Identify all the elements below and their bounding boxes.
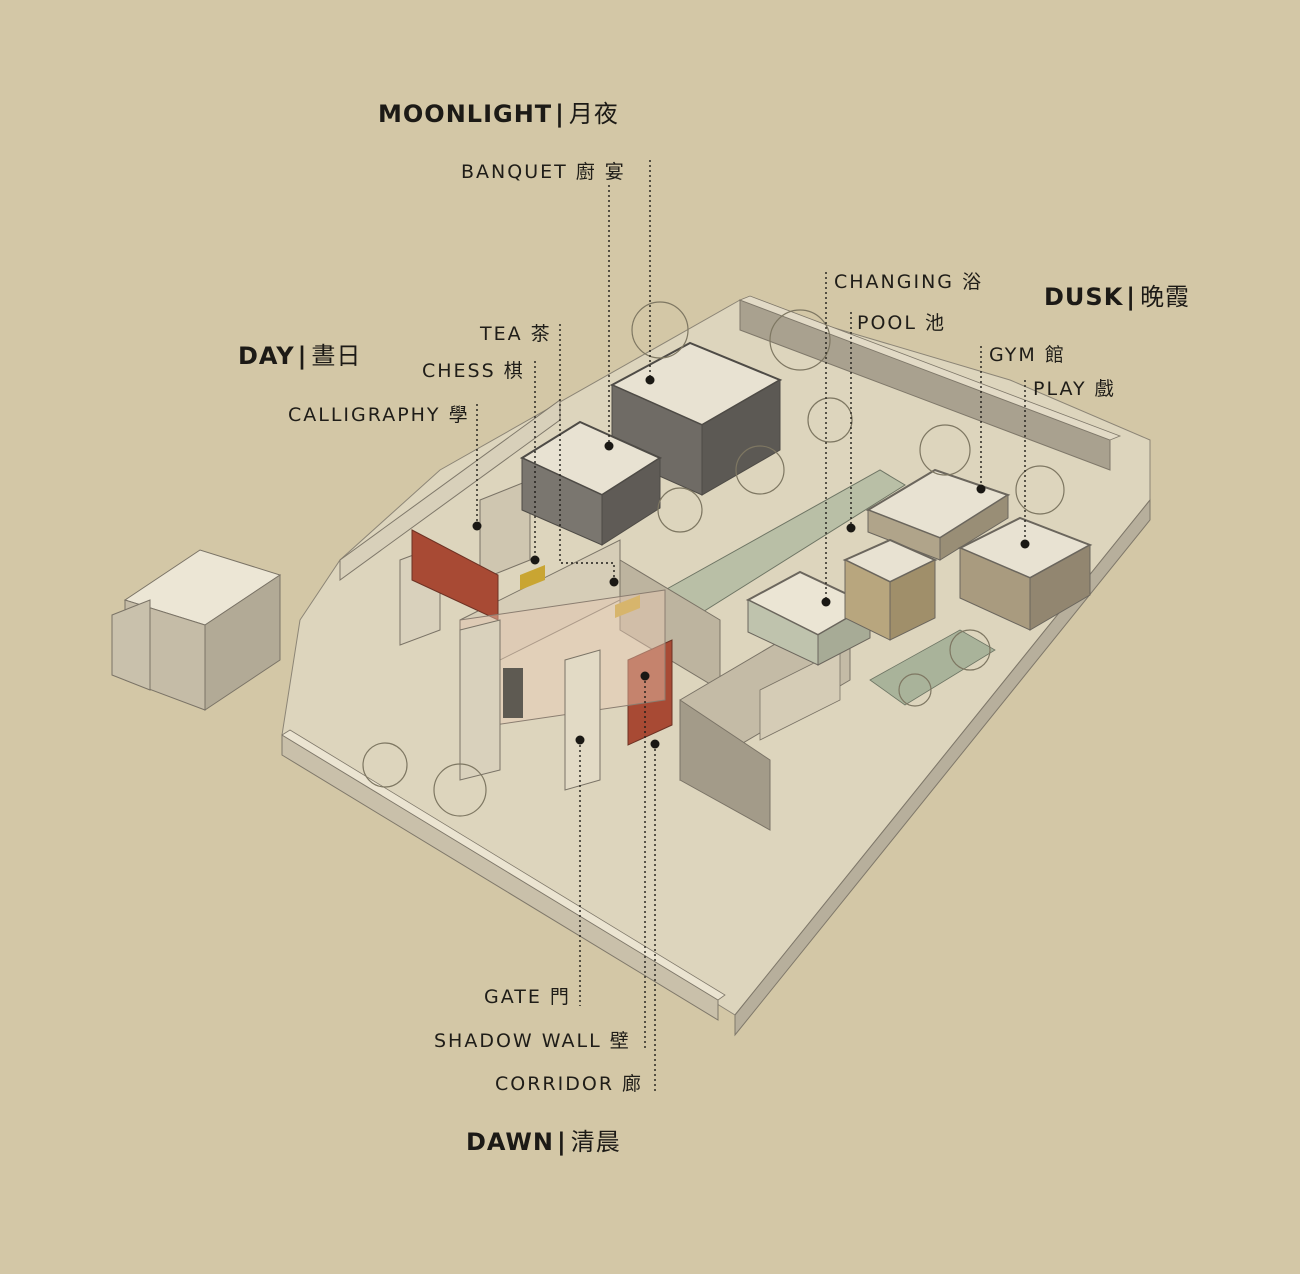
banquet-large-right [701, 379, 781, 496]
label-play: PLAY 戲 [1033, 378, 1116, 400]
tea-marker [609, 577, 619, 587]
label-gate: GATE 門 [484, 986, 571, 1008]
dusk-separator: | [1126, 283, 1137, 311]
label-calligraphy: CALLIGRAPHY 學 [288, 404, 470, 426]
right-wall [734, 498, 1151, 1037]
yellow-accent-1 [520, 565, 545, 590]
label-changing: CHANGING 浴 [834, 271, 984, 293]
day-heading-zh: 晝日 [311, 342, 362, 370]
courtyard-wall-4 [679, 699, 771, 831]
label-tea: TEA 茶 [480, 323, 552, 345]
changing-marker [821, 597, 831, 607]
label-banquet: BANQUET 廚 宴 [461, 161, 626, 183]
mid-pavilion-right [889, 559, 936, 641]
banquet-small-marker [604, 441, 614, 451]
label-gym: GYM 館 [989, 344, 1066, 366]
dusk-heading-zh: 晚霞 [1140, 283, 1191, 311]
moonlight-heading-zh: 月夜 [568, 100, 619, 128]
yellow-accent-2 [615, 595, 640, 618]
left-block-right [204, 574, 281, 711]
trees [362, 301, 1065, 817]
moonlight-heading: MOONLIGHT|月夜 [378, 99, 619, 129]
label-corridor: CORRIDOR 廊 [495, 1073, 644, 1095]
shadow-wall-marker [640, 671, 650, 681]
day-separator: | [297, 342, 308, 370]
dawn-separator: | [556, 1128, 567, 1156]
moonlight-heading-en: MOONLIGHT [378, 100, 553, 128]
dusk-heading: DUSK|晚霞 [1044, 282, 1190, 312]
gate-marker [575, 735, 585, 745]
dawn-heading: DAWN|清晨 [466, 1127, 621, 1157]
dawn-heading-zh: 清晨 [570, 1128, 621, 1156]
dawn-heading-en: DAWN [466, 1128, 554, 1156]
left-block-annex [111, 599, 151, 691]
gym-right [939, 494, 1009, 561]
corridor-marker [650, 739, 660, 749]
calligraphy-marker [472, 521, 482, 531]
lower-garden [869, 629, 996, 706]
label-pool: POOL 池 [857, 312, 946, 334]
gate-frame-right [564, 649, 601, 791]
banquet-small-right [601, 457, 661, 546]
gate-frame-left [459, 619, 501, 781]
gym-marker [976, 484, 986, 494]
play-right [1029, 544, 1091, 631]
chess-marker [530, 555, 540, 565]
pool-marker [846, 523, 856, 533]
day-heading-en: DAY [238, 342, 295, 370]
label-chess: CHESS 棋 [422, 360, 525, 382]
play-marker [1020, 539, 1030, 549]
red-wall-corridor [627, 639, 673, 746]
front-wall-top [281, 729, 726, 1001]
back-wall-top [738, 295, 1122, 441]
banquet-large-marker [645, 375, 655, 385]
day-heading: DAY|晝日 [238, 341, 361, 371]
label-shadow-wall: SHADOW WALL 壁 [434, 1030, 631, 1052]
dusk-heading-en: DUSK [1044, 283, 1124, 311]
gate-door [503, 668, 523, 718]
courtyard-wall-6 [479, 479, 531, 581]
moonlight-separator: | [555, 100, 565, 128]
